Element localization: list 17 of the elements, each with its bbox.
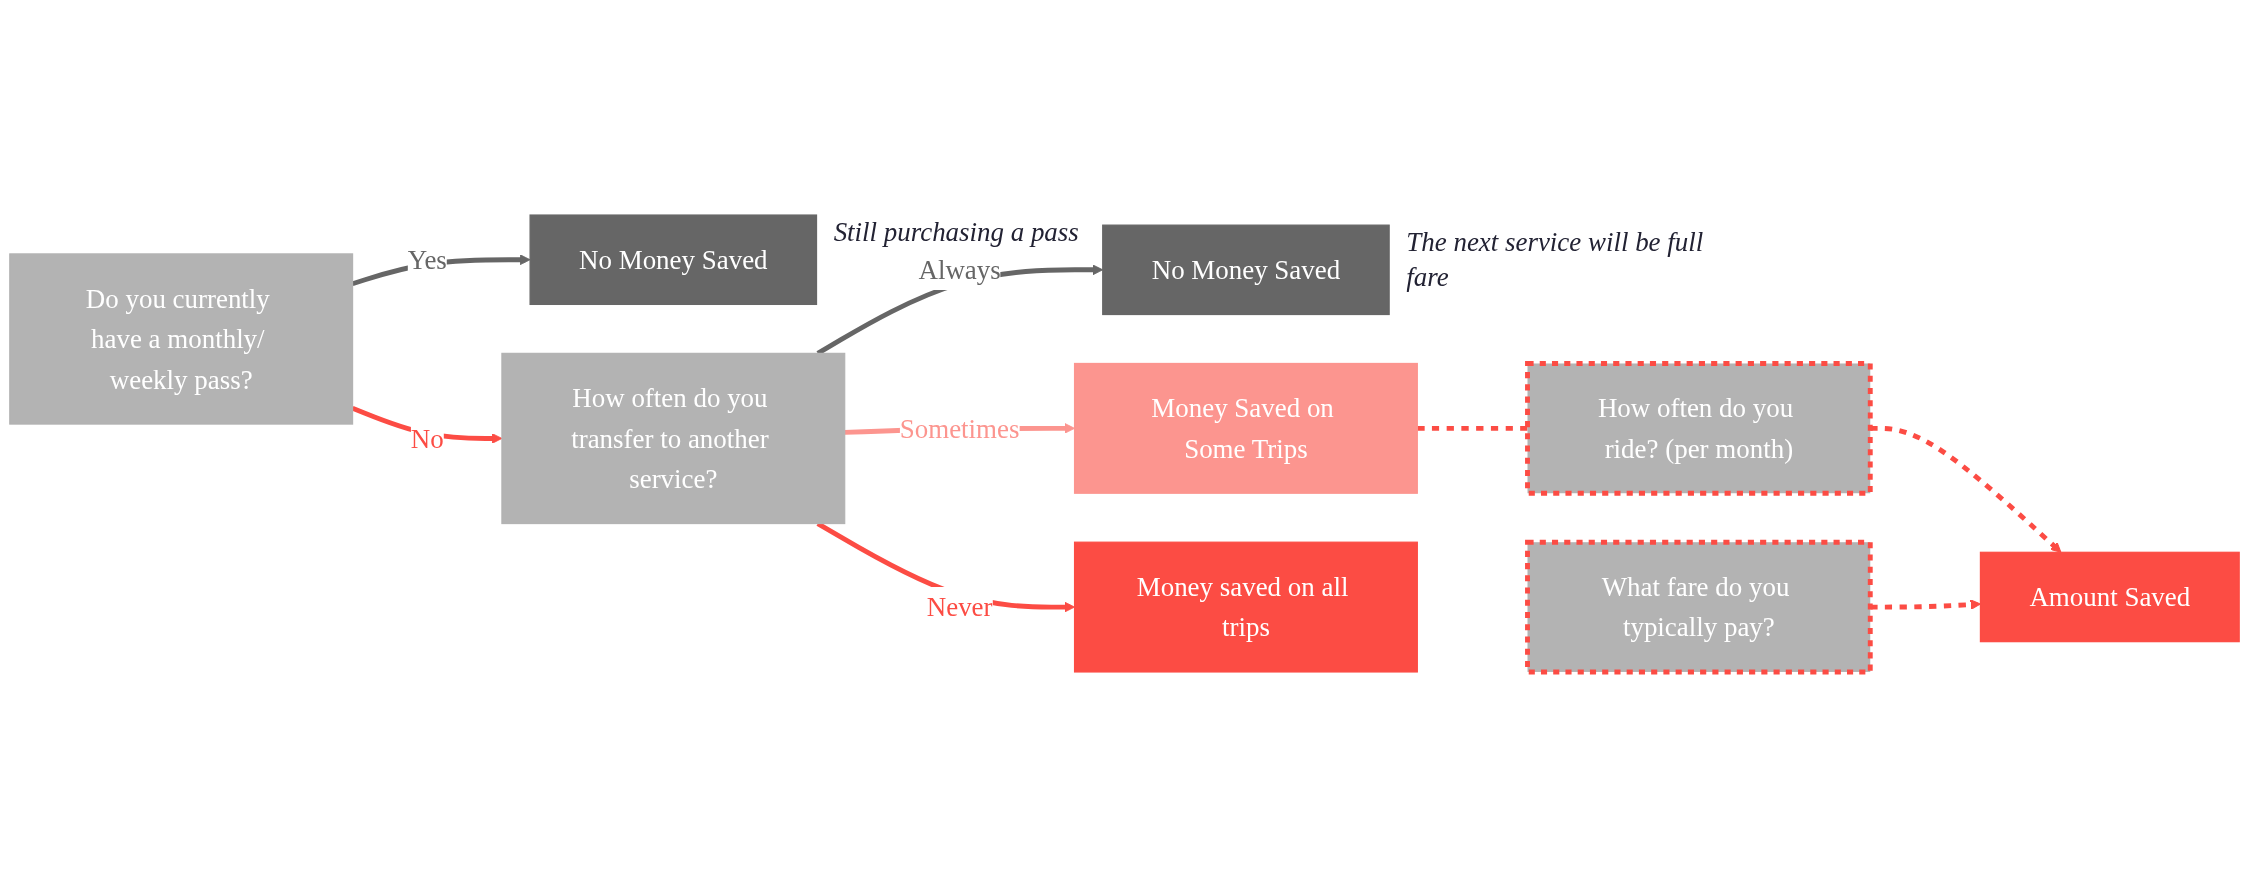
node-box: What fare do you typically pay? (1525, 539, 1873, 675)
node-label: Still purchasing a pass (833, 216, 1079, 247)
node-box: Do you currently have a monthly/ weekly pass? (9, 253, 354, 425)
node-box: No Money Saved (529, 214, 818, 306)
arrow (1870, 599, 1981, 610)
edge-label: Yes (407, 244, 447, 276)
node-box: Amount Saved (1979, 551, 2240, 643)
node-box: No Money Saved (1102, 224, 1390, 316)
arrow (1870, 425, 2062, 553)
node-box: How often do you ride? (per month) (1525, 361, 1873, 496)
node-label: The next service will be full fare (1406, 226, 1704, 292)
node-box: How often do you transfer to another service? (501, 352, 846, 525)
edge-label: Never (926, 591, 993, 623)
node-box: Money saved on all trips (1073, 541, 1418, 673)
edge-label: Always (918, 254, 1001, 286)
edge-label: No (410, 423, 444, 454)
node-box: Money Saved on Some Trips (1073, 362, 1418, 494)
